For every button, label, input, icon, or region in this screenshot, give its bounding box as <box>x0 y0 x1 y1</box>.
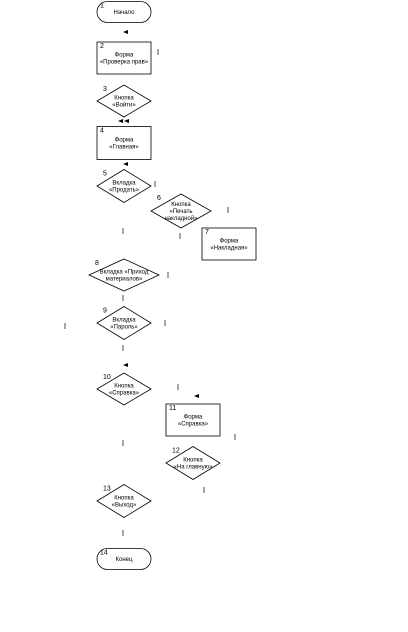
decision-shape <box>96 84 152 118</box>
process-shape <box>96 41 152 75</box>
node-label-line: Форма <box>184 415 203 421</box>
node-number: 10 <box>103 374 111 381</box>
node-label-line: Вкладка <box>112 318 136 324</box>
node-label-line: Кнопка <box>114 96 134 102</box>
decision-shape <box>96 484 152 518</box>
node-number: 6 <box>157 195 161 202</box>
node-label-line: «Войти» <box>112 102 136 109</box>
node-label-line: «Выход» <box>112 503 137 509</box>
connector-arrowhead <box>123 162 128 166</box>
node-number: 5 <box>103 171 107 178</box>
node-label-line: «На главную» <box>174 465 214 471</box>
decision-shape <box>165 446 221 480</box>
node-label-line: Кнопка <box>114 384 134 390</box>
node-label-line: Кнопка <box>114 496 134 502</box>
decision-shape <box>96 169 152 203</box>
node-number: 3 <box>103 86 107 93</box>
node-number: 7 <box>205 229 209 236</box>
node-label-line: «Накладная» <box>210 246 248 252</box>
terminator-shape <box>96 548 152 570</box>
decision-shape <box>150 193 212 229</box>
node-number: 14 <box>100 550 108 557</box>
node-number: 1 <box>100 3 104 10</box>
node-label-line: материалов» <box>106 277 143 283</box>
node-label-line: Начало <box>114 10 136 16</box>
node-number: 8 <box>95 260 99 267</box>
node-label-line: Форма <box>115 53 134 59</box>
connector-arrowhead <box>123 363 128 367</box>
process-shape <box>201 227 257 261</box>
node-label-line: Кнопка <box>171 202 191 208</box>
connector-arrowhead <box>194 394 199 398</box>
node-label-line: Конец <box>116 557 133 563</box>
node-number: 4 <box>100 128 104 135</box>
node-label-line: Кнопка <box>183 458 203 464</box>
node-number: 13 <box>103 486 111 493</box>
node-label-line: «Справка» <box>109 391 140 397</box>
node-label-line: «Продать» <box>109 188 140 194</box>
node-label-line: «Пароль» <box>110 325 138 331</box>
decision-shape <box>96 306 152 340</box>
node-label-line: «Главная» <box>109 145 139 151</box>
terminator-shape <box>96 1 152 23</box>
process-shape <box>165 403 221 437</box>
node-label-line: накладной» <box>164 215 198 222</box>
connector-arrowhead <box>118 119 123 123</box>
node-label-line: «Печать <box>170 209 193 215</box>
decision-shape <box>88 258 160 292</box>
node-label-line: Форма <box>115 138 134 144</box>
node-label-line: Форма <box>220 239 239 245</box>
node-label-line: «Справка» <box>178 422 209 428</box>
process-shape <box>96 126 152 160</box>
node-label-line: Вкладка <box>112 181 136 187</box>
node-number: 11 <box>169 405 176 412</box>
node-label-line: «Проверка прав» <box>100 60 149 66</box>
node-label-line: Вкладка «Приход <box>100 270 149 276</box>
connector-arrowhead <box>124 119 129 123</box>
node-number: 2 <box>100 43 104 50</box>
node-number: 12 <box>172 448 180 455</box>
node-number: 9 <box>103 308 107 315</box>
decision-shape <box>96 372 152 406</box>
connector-arrowhead <box>123 30 128 34</box>
